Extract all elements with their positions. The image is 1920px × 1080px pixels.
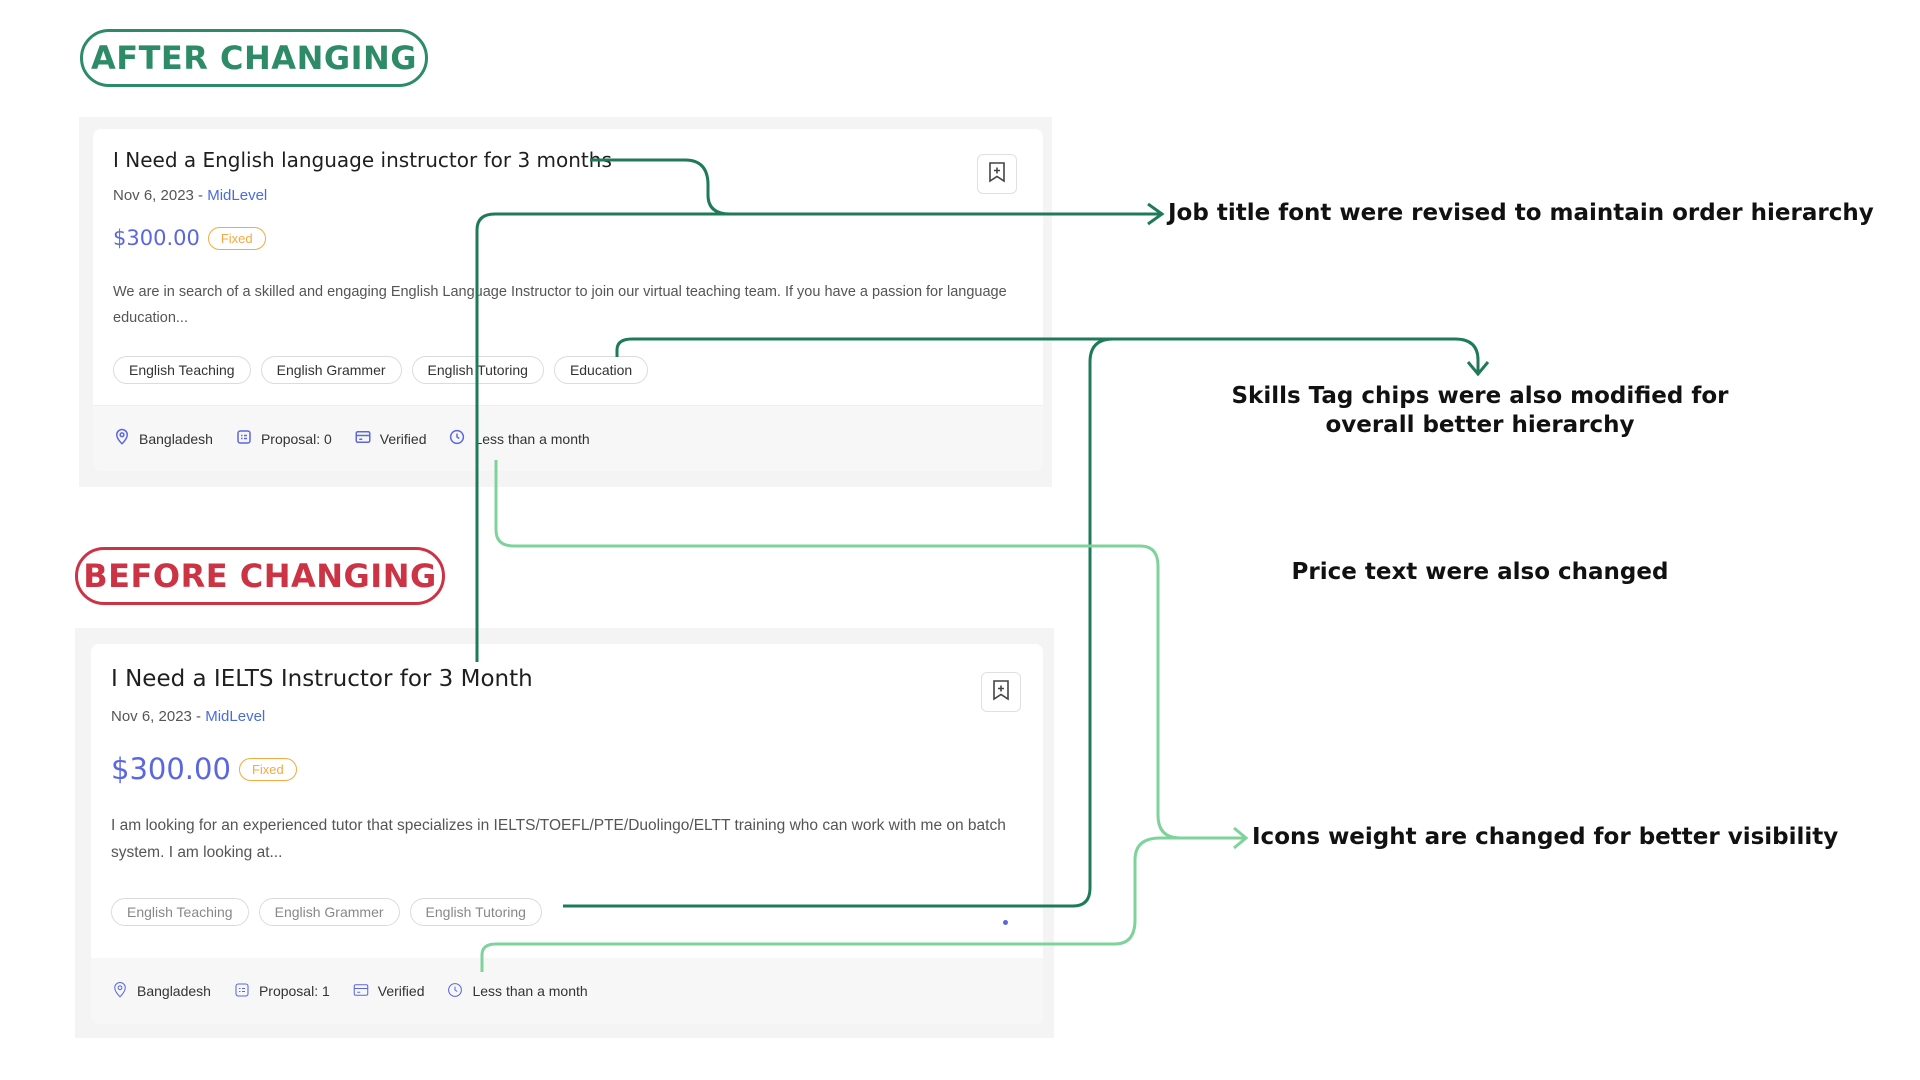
- job-level: MidLevel: [205, 708, 266, 725]
- after-panel: I Need a English language instructor for…: [79, 117, 1052, 487]
- skill-chips: English Teaching English Grammer English…: [111, 898, 542, 926]
- job-meta: Nov 6, 2023 - MidLevel: [113, 187, 267, 204]
- job-footer: Bangladesh Proposal: 0 Verified Less tha…: [93, 405, 1043, 471]
- verified-icon: [354, 428, 372, 449]
- location-item: Bangladesh: [111, 981, 211, 1002]
- job-description: We are in search of a skilled and engagi…: [113, 284, 1007, 326]
- proposal-item: Proposal: 1: [233, 981, 330, 1002]
- proposal-icon: [233, 981, 251, 1002]
- after-job-card[interactable]: I Need a English language instructor for…: [93, 129, 1043, 471]
- note-price: Price text were also changed: [1291, 559, 1669, 585]
- job-level: MidLevel: [207, 187, 268, 204]
- price-row: $300.00 Fixed: [111, 752, 297, 786]
- location-pin-icon: [113, 428, 131, 449]
- location-text: Bangladesh: [137, 983, 211, 999]
- price-row: $300.00 Fixed: [113, 226, 266, 250]
- job-price: $300.00: [113, 226, 200, 250]
- note-title-font: Job title font were revised to maintain …: [1168, 200, 1874, 226]
- indicator-dot: [1003, 920, 1008, 925]
- skill-chip[interactable]: English Teaching: [113, 356, 251, 384]
- post-date: Nov 6, 2023 -: [111, 708, 206, 725]
- price-type-badge: Fixed: [207, 226, 266, 250]
- skill-chip[interactable]: English Tutoring: [409, 898, 542, 926]
- duration-text: Less than a month: [474, 430, 590, 447]
- skill-chip[interactable]: English Teaching: [111, 898, 249, 926]
- bookmark-button[interactable]: [981, 672, 1021, 712]
- bookmark-plus-icon: [987, 161, 1007, 188]
- location-item: Bangladesh: [113, 428, 213, 449]
- duration-text: Less than a month: [472, 983, 588, 999]
- proposal-text: Proposal: 0: [260, 430, 332, 447]
- verified-text: Verified: [377, 983, 425, 999]
- verified-item: Verified: [354, 428, 427, 449]
- skill-chip[interactable]: English Tutoring: [411, 356, 544, 384]
- clock-icon: [446, 981, 464, 1002]
- note-icons: Icons weight are changed for better visi…: [1252, 824, 1839, 850]
- clock-icon: [448, 428, 466, 449]
- before-job-card[interactable]: I Need a IELTS Instructor for 3 Month No…: [91, 644, 1043, 1024]
- job-description: I am looking for an experienced tutor th…: [111, 817, 1006, 861]
- job-title[interactable]: I Need a English language instructor for…: [113, 148, 612, 172]
- before-panel: I Need a IELTS Instructor for 3 Month No…: [75, 628, 1054, 1038]
- verified-icon: [352, 981, 370, 1002]
- duration-item: Less than a month: [448, 428, 590, 449]
- skill-chip[interactable]: Education: [553, 356, 649, 384]
- job-price: $300.00: [111, 752, 231, 786]
- proposal-text: Proposal: 1: [258, 983, 330, 999]
- skill-chips: English Teaching English Grammer English…: [113, 356, 649, 384]
- proposal-icon: [235, 428, 253, 449]
- location-text: Bangladesh: [139, 430, 213, 447]
- verified-text: Verified: [379, 430, 427, 447]
- verified-item: Verified: [352, 981, 425, 1002]
- before-changing-label: BEFORE CHANGING: [75, 547, 445, 605]
- note-skills-line-1: Skills Tag chips were also modified for: [1231, 383, 1729, 409]
- job-footer: Bangladesh Proposal: 1 Verified Less tha…: [91, 958, 1043, 1024]
- bookmark-plus-icon: [991, 679, 1011, 706]
- note-skills-line-2: overall better hierarchy: [1325, 412, 1635, 438]
- job-title[interactable]: I Need a IELTS Instructor for 3 Month: [111, 666, 533, 692]
- job-meta: Nov 6, 2023 - MidLevel: [111, 708, 265, 725]
- after-changing-label: AFTER CHANGING: [80, 29, 428, 87]
- duration-item: Less than a month: [446, 981, 588, 1002]
- proposal-item: Proposal: 0: [235, 428, 332, 449]
- post-date: Nov 6, 2023 -: [113, 187, 208, 204]
- location-pin-icon: [111, 981, 129, 1002]
- price-type-badge: Fixed: [238, 757, 297, 781]
- bookmark-button[interactable]: [977, 154, 1017, 194]
- skill-chip[interactable]: English Grammer: [258, 898, 400, 926]
- skill-chip[interactable]: English Grammer: [260, 356, 402, 384]
